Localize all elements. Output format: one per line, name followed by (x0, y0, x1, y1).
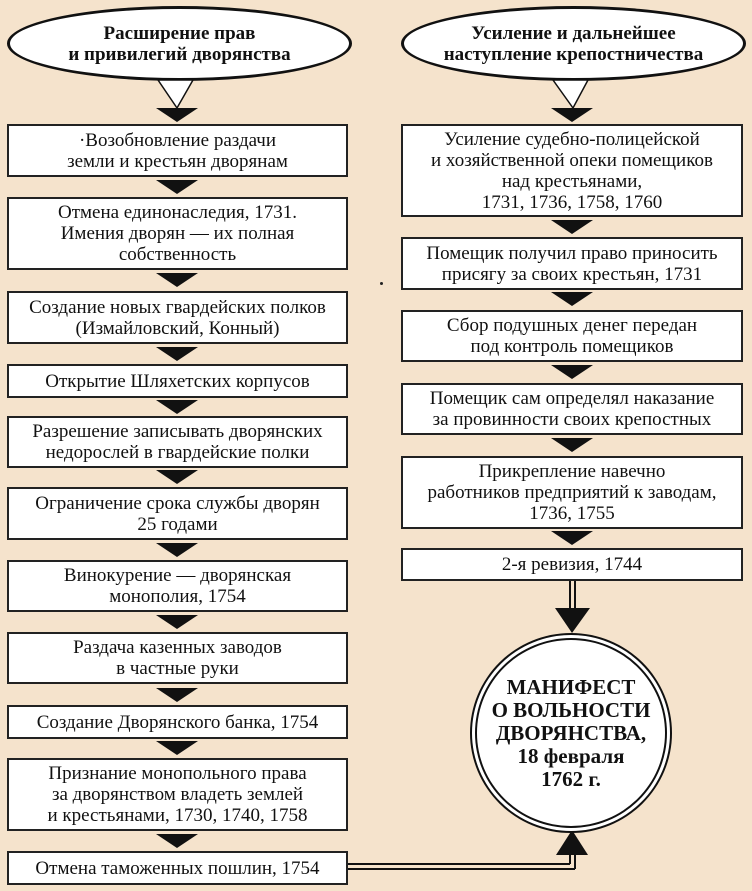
arrow-down-icon (156, 400, 198, 414)
left-item-2-text: Отмена единонаследия, 1731. Имения дворя… (57, 202, 298, 265)
left-item-8: Раздача казенных заводов в частные руки (7, 632, 348, 684)
arrow-down-icon (156, 543, 198, 557)
stray-dot (380, 282, 383, 285)
left-item-3: Создание новых гвардейских полков (Измай… (7, 291, 348, 344)
left-item-10-text: Признание монопольного права за дворянст… (47, 763, 308, 826)
arrow-down-icon (156, 688, 198, 702)
right-item-5-text: Прикрепление навечно работников предприя… (427, 461, 717, 524)
left-item-7: Винокурение — дворянская монополия, 1754 (7, 560, 348, 612)
arrow-down-icon (156, 834, 198, 848)
left-item-9: Создание Дворянского банка, 1754 (7, 705, 348, 739)
arrow-down-icon (156, 741, 198, 755)
left-item-6: Ограничение срока службы дворян 25 годам… (7, 487, 348, 540)
right-item-4: Помещик сам определял наказание за прови… (401, 383, 743, 435)
result-circle-inner: МАНИФЕСТ О ВОЛЬНОСТИ ДВОРЯНСТВА, 18 февр… (475, 638, 667, 828)
arrow-down-icon (551, 365, 593, 379)
left-item-1: ·Возобновление раздачи земли и крестьян … (7, 124, 348, 177)
right-item-4-text: Помещик сам определял наказание за прови… (429, 388, 715, 430)
right-double-line (569, 580, 576, 610)
left-item-8-text: Раздача казенных заводов в частные руки (73, 637, 282, 679)
left-header-pointer (156, 79, 195, 110)
left-header-title: Расширение прав и привилегий дворянства (68, 22, 291, 65)
arrow-down-icon (551, 531, 593, 545)
left-item-9-text: Создание Дворянского банка, 1754 (36, 711, 319, 733)
arrow-into-circle-top (555, 608, 590, 633)
left-item-11-text: Отмена таможенных пошлин, 1754 (35, 857, 320, 879)
left-item-5: Разрешение записывать дворянских недорос… (7, 416, 348, 468)
result-text: МАНИФЕСТ О ВОЛЬНОСТИ ДВОРЯНСТВА, 18 февр… (491, 674, 651, 791)
arrow-down-icon (551, 108, 593, 122)
left-item-2: Отмена единонаследия, 1731. Имения дворя… (7, 197, 348, 270)
right-item-1-text: Усиление судебно-полицейской и хозяйстве… (431, 128, 713, 213)
right-item-1: Усиление судебно-полицейской и хозяйстве… (401, 124, 743, 217)
left-item-1-text: ·Возобновление раздачи земли и крестьян … (67, 129, 288, 172)
left-item-4-text: Открытие Шляхетских корпусов (45, 370, 310, 392)
left-item-3-text: Создание новых гвардейских полков (Измай… (29, 296, 326, 339)
right-item-2: Помещик получил право приносить присягу … (401, 237, 743, 290)
arrow-down-icon (551, 292, 593, 306)
left-item-6-text: Ограничение срока службы дворян 25 годам… (35, 492, 320, 535)
left-item-4: Открытие Шляхетских корпусов (7, 364, 348, 398)
arrow-down-icon (156, 180, 198, 194)
right-item-3: Сбор подушных денег передан под контроль… (401, 310, 743, 362)
left-item-11: Отмена таможенных пошлин, 1754 (7, 851, 348, 885)
left-item-5-text: Разрешение записывать дворянских недорос… (32, 421, 323, 463)
right-item-6: 2-я ревизия, 1744 (401, 548, 743, 581)
arrow-down-icon (156, 615, 198, 629)
left-header-ellipse: Расширение прав и привилегий дворянства (7, 6, 352, 81)
right-item-6-text: 2-я ревизия, 1744 (501, 554, 643, 575)
arrow-down-icon (156, 273, 198, 287)
right-header-ellipse: Усиление и дальнейшее наступление крепос… (401, 6, 746, 81)
left-item-7-text: Винокурение — дворянская монополия, 1754 (63, 565, 292, 607)
left-item-10: Признание монопольного права за дворянст… (7, 758, 348, 831)
arrow-into-circle-bottom (556, 830, 588, 855)
arrow-down-icon (551, 220, 593, 234)
arrow-down-icon (551, 438, 593, 452)
right-item-5: Прикрепление навечно работников предприя… (401, 456, 743, 529)
bottom-double-line (348, 852, 576, 870)
right-item-3-text: Сбор подушных денег передан под контроль… (446, 315, 698, 357)
right-item-2-text: Помещик получил право приносить присягу … (426, 242, 718, 285)
right-header-title: Усиление и дальнейшее наступление крепос… (443, 22, 704, 65)
right-header-pointer (551, 79, 590, 110)
arrow-down-icon (156, 347, 198, 361)
arrow-down-icon (156, 470, 198, 484)
arrow-down-icon (156, 108, 198, 122)
